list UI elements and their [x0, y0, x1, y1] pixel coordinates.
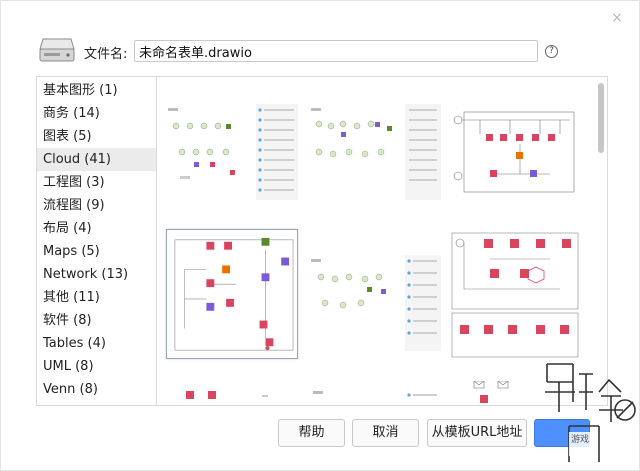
category-item-software[interactable]: 软件 (8) [43, 313, 92, 328]
template-thumbnail-selected[interactable] [166, 229, 298, 359]
drive-icon [39, 35, 75, 63]
watermark-logo: 游戏 [539, 352, 639, 470]
category-item-cloud[interactable]: Cloud (41) [37, 148, 156, 171]
help-button[interactable]: 帮助 [278, 419, 345, 447]
category-item-basic[interactable]: 基本图形 (1) [43, 83, 118, 98]
category-item-engineering[interactable]: 工程图 (3) [43, 175, 105, 190]
category-item-flowcharts[interactable]: 流程图 (9) [43, 198, 105, 213]
gallery-scrollbar[interactable] [598, 83, 604, 153]
close-icon[interactable]: × [611, 10, 623, 26]
filename-label: 文件名: [84, 47, 128, 62]
category-item-venn[interactable]: Venn (8) [43, 382, 98, 397]
watermark-text: 游戏 [571, 433, 589, 445]
category-item-network[interactable]: Network (13) [43, 267, 129, 282]
help-icon[interactable]: ? [545, 45, 558, 58]
template-thumbnail[interactable] [166, 104, 298, 200]
category-list: 基本图形 (1) 商务 (14) 图表 (5) Cloud (41) 工程图 (… [36, 76, 156, 406]
from-template-url-button[interactable]: 从模板URL地址 [427, 419, 527, 447]
template-thumbnail[interactable] [166, 381, 298, 405]
template-thumbnail[interactable] [309, 381, 441, 405]
category-item-charts[interactable]: 图表 (5) [43, 129, 92, 144]
category-item-uml[interactable]: UML (8) [43, 359, 94, 374]
template-gallery [156, 76, 608, 406]
template-thumbnail[interactable] [309, 255, 441, 351]
category-item-other[interactable]: 其他 (11) [43, 290, 100, 305]
template-thumbnail[interactable] [450, 229, 582, 359]
template-thumbnail[interactable] [309, 104, 441, 200]
cancel-button[interactable]: 取消 [352, 419, 419, 447]
filename-input[interactable] [134, 40, 538, 62]
category-item-maps[interactable]: Maps (5) [43, 244, 100, 259]
category-item-layout[interactable]: 布局 (4) [43, 221, 92, 236]
template-thumbnail[interactable] [450, 104, 582, 200]
category-item-tables[interactable]: Tables (4) [43, 336, 106, 351]
template-thumbnail[interactable] [450, 381, 582, 405]
category-item-business[interactable]: 商务 (14) [43, 106, 100, 121]
